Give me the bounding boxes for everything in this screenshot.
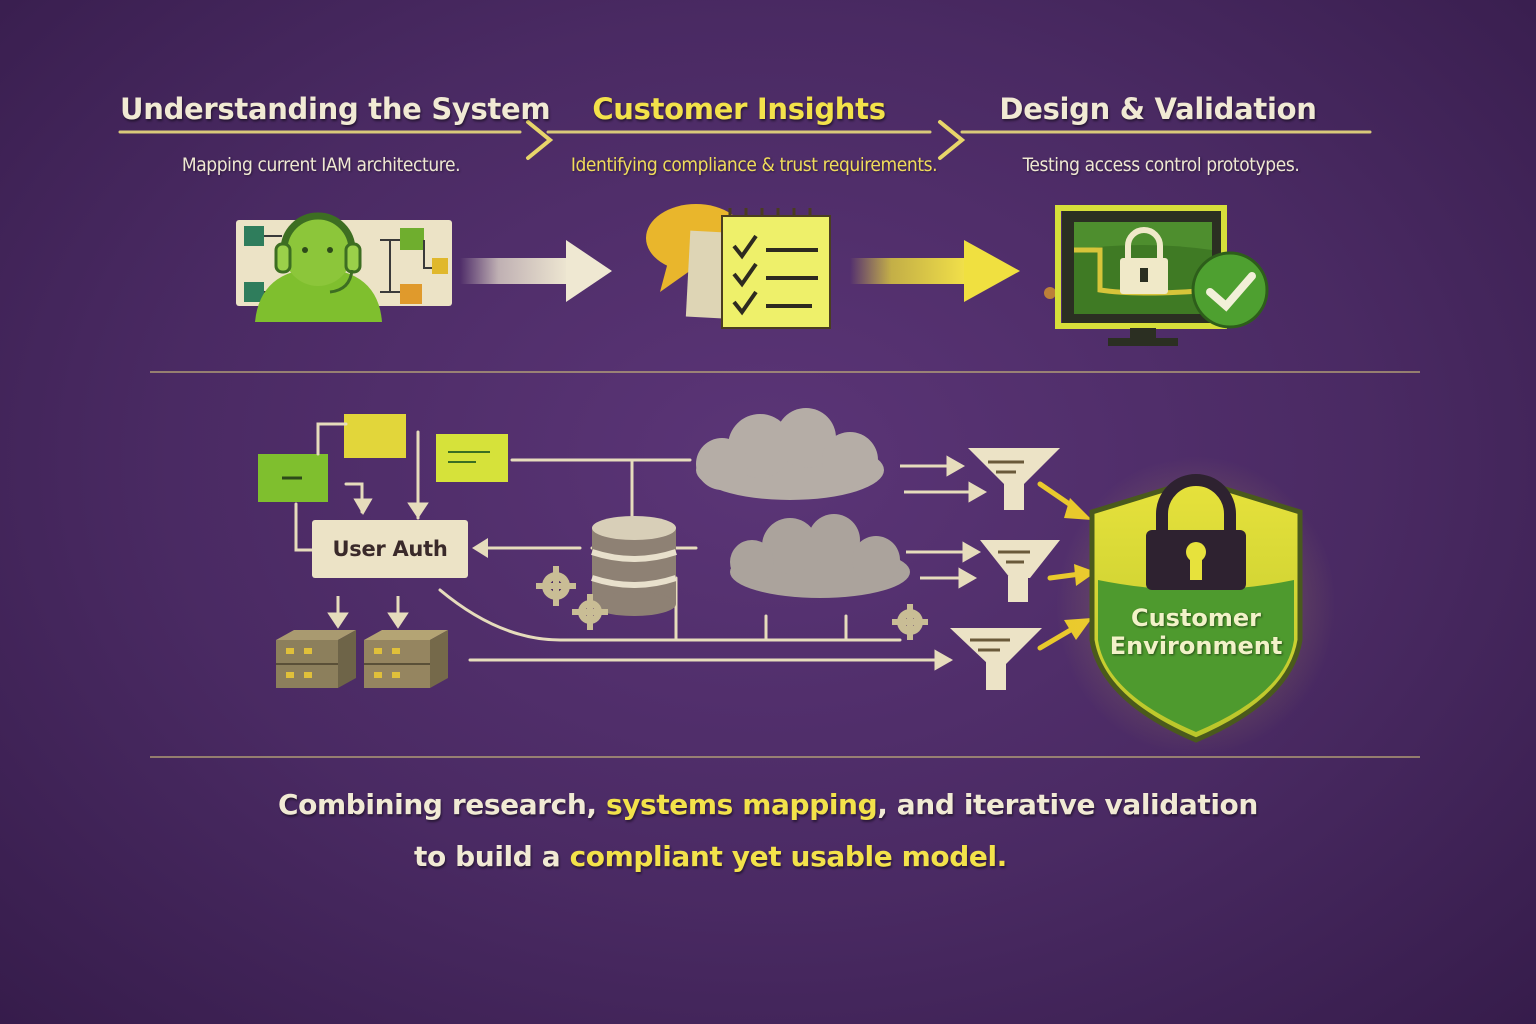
cloud-icon [730,514,910,598]
arrow-down-icon [327,498,429,629]
chevron-right-icon [526,120,554,160]
caption-line1-start: Combining research, [278,788,606,821]
sticky-note [436,434,508,482]
arrow-right-icon [900,455,988,671]
monitor-lock-check-icon [1055,205,1269,346]
shield-lock-icon [1056,456,1336,756]
caption-line2-start: to build a [414,840,570,873]
funnel-icon [950,628,1042,690]
funnel-icon [980,540,1060,602]
gear-icon [892,604,928,640]
sticky-note [258,454,328,502]
phase-desc-customer-insights: Identifying compliance & trust requireme… [570,154,938,176]
funnel-icon [968,448,1060,510]
chevron-right-icon [938,120,966,160]
caption-line-2: to build a compliant yet usable model. [414,840,1007,873]
user-auth-box [312,520,468,578]
caption-line1-highlight: systems mapping [605,788,878,821]
phase-desc-design-validation: Testing access control prototypes. [1022,154,1300,176]
gear-icon [572,594,608,630]
phase-title-understanding: Understanding the System [120,92,551,126]
sticky-note [344,414,406,458]
cloud-icon [696,408,884,500]
caption-line2-highlight: compliant yet usable model. [569,840,1008,873]
customer-environment-line2: Environment [1109,632,1283,660]
arrow-right-icon [850,240,1056,302]
arrow-right-icon [460,240,612,302]
phase-title-customer-insights: Customer Insights [592,92,886,126]
headset-person-icon [236,212,452,322]
speech-bubble-checklist-icon [646,204,831,329]
customer-environment-line1: Customer [1130,604,1262,632]
phase-title-design-validation: Design & Validation [999,92,1317,126]
server-rack-icon [364,630,448,688]
customer-environment-label: Customer Environment [1096,604,1296,660]
caption-line-1: Combining research, systems mapping, and… [278,788,1258,821]
arrow-left-icon [472,538,488,558]
user-auth-label: User Auth [332,537,448,561]
phase-desc-understanding: Mapping current IAM architecture. [181,154,461,176]
caption-line1-end: , and iterative validation [877,788,1258,821]
flow-connectors [294,422,952,662]
database-icon [591,516,677,616]
server-rack-icon [276,630,356,688]
gear-icon [536,566,576,606]
